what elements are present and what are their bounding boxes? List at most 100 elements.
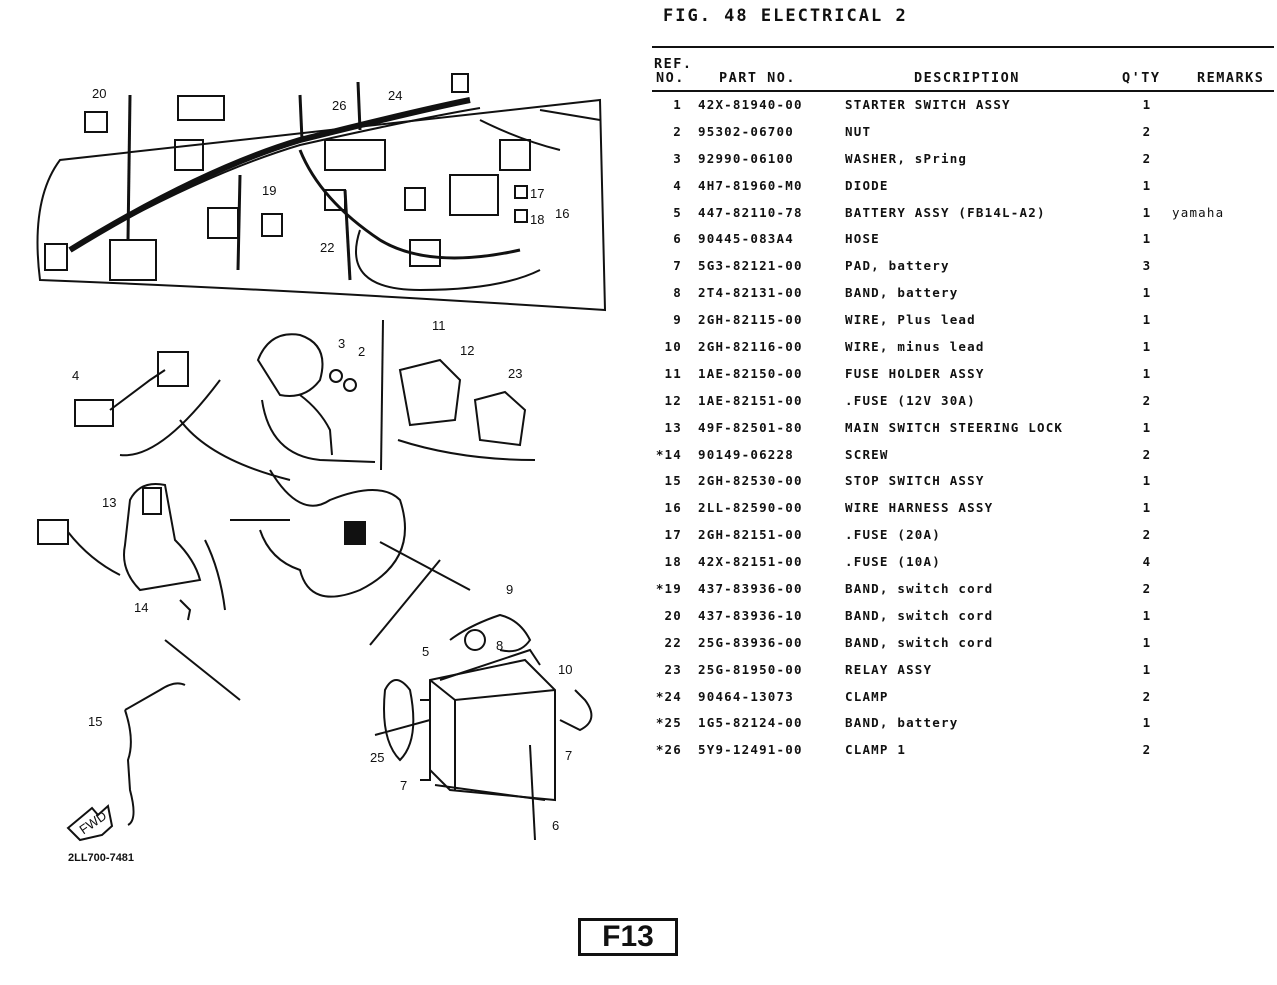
cell-ref-no: 11 [664, 365, 682, 381]
cell-quantity: 1 [1142, 500, 1152, 516]
cell-ref-no: 20 [664, 607, 682, 623]
cell-quantity: 2 [1142, 527, 1152, 543]
cell-ref-no: *19 [655, 581, 682, 597]
cell-part-no: 42X-82151-00 [698, 554, 803, 570]
cell-part-no: 5G3-82121-00 [698, 258, 803, 274]
cell-quantity: 1 [1142, 231, 1152, 247]
cell-part-no: 447-82110-78 [698, 204, 803, 220]
cell-description: WIRE, minus lead [845, 339, 985, 355]
cell-part-no: 90464-13073 [698, 688, 794, 704]
cell-ref-no: 2 [673, 123, 682, 139]
exploded-parts-diagram: 20 26 24 19 22 17 18 16 4 3 2 11 12 23 1… [36, 73, 607, 842]
cell-ref-no: 17 [664, 527, 682, 543]
cell-part-no: 49F-82501-80 [698, 419, 803, 435]
cell-quantity: 1 [1142, 634, 1152, 650]
cell-quantity: 1 [1142, 312, 1152, 328]
callout-label: 16 [555, 206, 569, 221]
figure-title: FIG. 48 ELECTRICAL 2 [663, 6, 908, 26]
callout-label: 26 [332, 98, 346, 113]
header-part-no: PART NO. [719, 70, 797, 86]
cell-part-no: 5Y9-12491-00 [698, 742, 803, 758]
cell-ref-no: 13 [664, 419, 682, 435]
cell-description: PAD, battery [845, 258, 950, 274]
cell-ref-no: 22 [664, 634, 682, 650]
table-top-rule [652, 46, 1274, 48]
callout-label: 13 [102, 495, 116, 510]
cell-quantity: 1 [1142, 177, 1152, 193]
cell-description: CLAMP [845, 688, 889, 704]
diagram-reference-code: 2LL700-7481 [68, 852, 135, 864]
cell-description: BATTERY ASSY (FB14L-A2) [845, 204, 1046, 220]
header-remarks: REMARKS [1197, 70, 1265, 86]
callout-label: 25 [370, 750, 384, 765]
cell-description: WIRE HARNESS ASSY [845, 500, 994, 516]
cell-quantity: 1 [1142, 715, 1152, 731]
cell-description: MAIN SWITCH STEERING LOCK [845, 419, 1064, 435]
cell-part-no: 437-83936-10 [698, 607, 803, 623]
cell-ref-no: 18 [664, 554, 682, 570]
cell-description: STARTER SWITCH ASSY [845, 97, 1011, 112]
cell-quantity: 4 [1142, 554, 1152, 570]
callout-label: 10 [558, 662, 572, 677]
cell-ref-no: 15 [664, 473, 682, 489]
callout-label: 15 [88, 714, 102, 729]
cell-ref-no: 10 [664, 339, 682, 355]
cell-ref-no: 4 [673, 177, 682, 193]
cell-part-no: 1G5-82124-00 [698, 715, 803, 731]
cell-part-no: 25G-81950-00 [698, 661, 803, 677]
callout-label: 17 [530, 186, 544, 201]
table-header-rule [652, 90, 1274, 92]
callout-label: 7 [400, 778, 407, 793]
callout-label: 18 [530, 212, 544, 227]
cell-part-no: 25G-83936-00 [698, 634, 803, 650]
callout-label: 14 [134, 600, 148, 615]
cell-description: STOP SWITCH ASSY [845, 473, 985, 489]
cell-description: WASHER, sPring [845, 150, 968, 166]
cell-quantity: 1 [1142, 473, 1152, 489]
cell-ref-no: 7 [673, 258, 682, 274]
callout-label: 22 [320, 240, 334, 255]
callout-label: 9 [506, 582, 513, 597]
cell-part-no: 1AE-82150-00 [698, 365, 803, 381]
cell-description: FUSE HOLDER ASSY [845, 365, 985, 381]
cell-ref-no: 6 [673, 231, 682, 247]
cell-description: BAND, battery [845, 715, 959, 731]
table-row: 6 90445-083A4 HOSE 1 [652, 226, 1274, 253]
cell-ref-no: *14 [655, 446, 682, 462]
callout-label: 3 [338, 336, 345, 351]
cell-quantity: 2 [1142, 581, 1152, 597]
page-number: F13 [602, 920, 654, 953]
callout-label: 24 [388, 88, 402, 103]
cell-description: RELAY ASSY [845, 661, 933, 677]
cell-quantity: 2 [1142, 392, 1152, 408]
harness-frame [36, 98, 607, 312]
cell-part-no: 2LL-82590-00 [698, 500, 803, 516]
table-row: 13 49F-82501-80 MAIN SWITCH STEERING LOCK 1 [652, 415, 1274, 442]
cell-description: .FUSE (20A) [845, 527, 941, 543]
cell-description: HOSE [845, 231, 880, 247]
callout-label: 11 [432, 318, 446, 333]
cell-quantity: 1 [1142, 419, 1152, 435]
cell-part-no: 2GH-82115-00 [698, 312, 803, 328]
cell-description: BAND, switch cord [845, 634, 994, 650]
cell-ref-no: 16 [664, 500, 682, 516]
cell-quantity: 2 [1142, 742, 1152, 758]
cell-description: CLAMP 1 [845, 742, 907, 758]
cell-part-no: 90149-06228 [698, 446, 794, 462]
table-row: 16 2LL-82590-00 WIRE HARNESS ASSY 1 [652, 495, 1274, 522]
cell-part-no: 90445-083A4 [698, 231, 794, 247]
cell-quantity: 1 [1142, 339, 1152, 355]
callout-label: 7 [565, 748, 572, 763]
